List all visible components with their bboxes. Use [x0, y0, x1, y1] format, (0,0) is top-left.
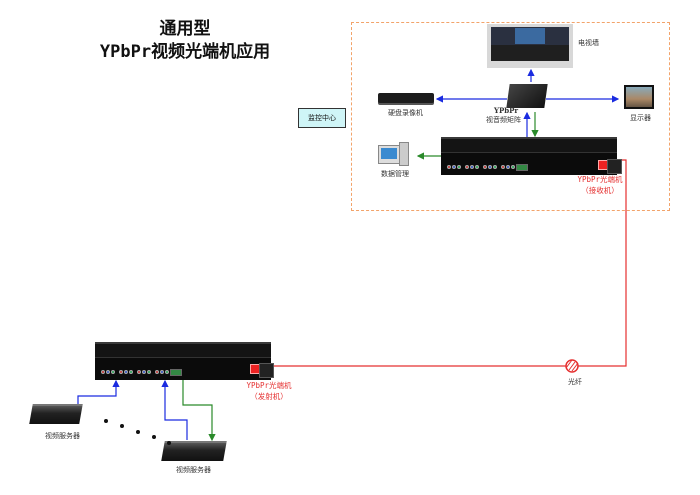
monitoring-center-zone [351, 22, 670, 211]
ypbpr-port [511, 165, 515, 169]
ypbpr-receiver-device [441, 137, 622, 175]
receiver-label-line2: （接收机） [581, 186, 619, 195]
matrix-label-line1: YPbPr [494, 106, 519, 115]
ypbpr-port [483, 165, 487, 169]
monitoring-center-label: 监控中心 [298, 108, 346, 128]
ypbpr-port [129, 370, 133, 374]
ypbpr-port [501, 165, 505, 169]
ellipsis-dot [120, 424, 124, 428]
line-transmitter-to-server-right [182, 376, 216, 442]
ellipsis-dot [167, 441, 171, 445]
fiber-label: 光纤 [568, 378, 582, 386]
video-wall-label: 电视墙 [578, 39, 599, 47]
matrix-label-line2: 视音频矩阵 [486, 116, 521, 124]
diagram-title-line1: 通用型 [159, 19, 211, 39]
dvr-label: 硬盘录像机 [388, 109, 423, 117]
ellipsis-dot [136, 430, 140, 434]
video-server-right-label: 视频服务器 [176, 466, 211, 474]
ypbpr-port [147, 370, 151, 374]
ypbpr-port [160, 370, 164, 374]
video-server-right-icon [161, 441, 227, 461]
ellipsis-dot [104, 419, 108, 423]
video-wall-icon [487, 24, 573, 68]
video-server-left-label: 视频服务器 [45, 432, 80, 440]
ypbpr-port [111, 370, 115, 374]
display-monitor-icon [624, 85, 654, 109]
display-label: 显示器 [630, 114, 651, 122]
ypbpr-port [470, 165, 474, 169]
ypbpr-port [124, 370, 128, 374]
ypbpr-port [142, 370, 146, 374]
line-server-right-to-transmitter [161, 379, 188, 440]
data-management-label: 数据管理 [381, 170, 409, 178]
transmitter-label-line2: （发射机） [250, 392, 288, 401]
ypbpr-port [155, 370, 159, 374]
dvr-icon [378, 93, 434, 103]
ypbpr-port [165, 370, 169, 374]
ypbpr-port [488, 165, 492, 169]
line-server-left-to-transmitter [77, 379, 120, 406]
ypbpr-port [475, 165, 479, 169]
ypbpr-port [506, 165, 510, 169]
ypbpr-port [457, 165, 461, 169]
diagram-title-line2: YPbPr视频光端机应用 [99, 42, 271, 62]
computer-icon [378, 145, 400, 164]
ypbpr-transmitter-device [95, 342, 274, 380]
ypbpr-port [493, 165, 497, 169]
ypbpr-port [119, 370, 123, 374]
ypbpr-port [101, 370, 105, 374]
av-matrix-icon [506, 84, 548, 108]
ypbpr-port [106, 370, 110, 374]
ellipsis-dot [152, 435, 156, 439]
receiver-label-line1: YPbPr光端机 [577, 175, 623, 184]
video-server-left-icon [29, 404, 83, 424]
transmitter-label-line1: YPbPr光端机 [246, 381, 292, 390]
ypbpr-port [137, 370, 141, 374]
ypbpr-port [452, 165, 456, 169]
ypbpr-port [465, 165, 469, 169]
ypbpr-port [447, 165, 451, 169]
